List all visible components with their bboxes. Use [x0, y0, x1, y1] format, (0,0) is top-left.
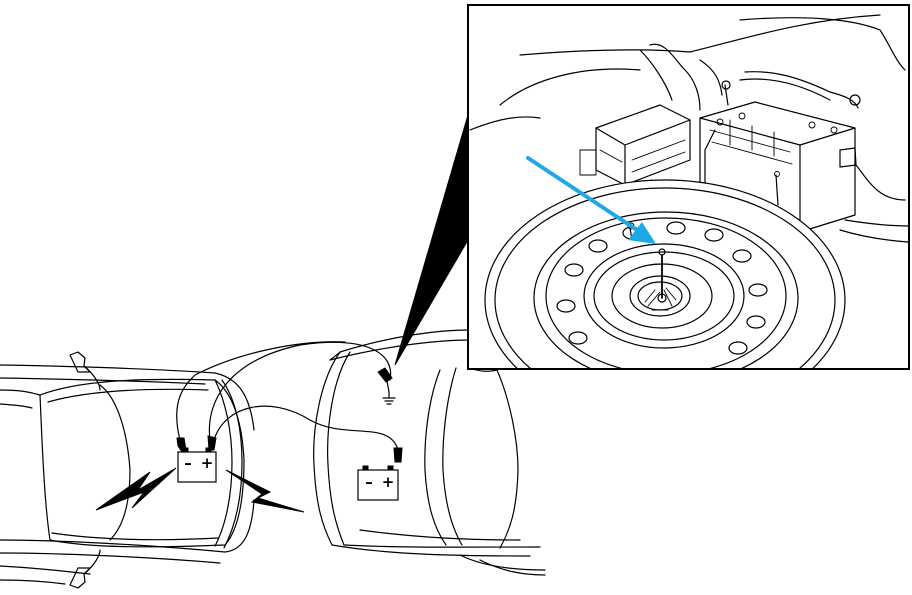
ground-symbol-icon [382, 391, 396, 405]
disabled-car [313, 329, 546, 576]
pointer-arrow-icon [526, 156, 656, 244]
donor-car [0, 351, 255, 589]
disabled-battery: – + [357, 465, 399, 501]
fuse-box [579, 104, 691, 186]
jumper-cables [176, 341, 399, 451]
trunk-battery [699, 71, 906, 233]
lightning-bolt-icon [225, 469, 305, 513]
battery-minus-label: – [184, 454, 192, 472]
callout-pointer [394, 114, 469, 366]
donor-battery: – + [177, 447, 217, 483]
spare-wheel [484, 179, 846, 368]
inset-detail-view [467, 4, 910, 370]
battery-plus-label: + [382, 473, 395, 491]
ground-clamp [377, 367, 393, 393]
lightning-bolt-icon [95, 467, 177, 511]
battery-minus-label: – [365, 473, 373, 491]
battery-plus-label: + [201, 454, 214, 472]
jumper-clamp-icon [393, 447, 403, 463]
